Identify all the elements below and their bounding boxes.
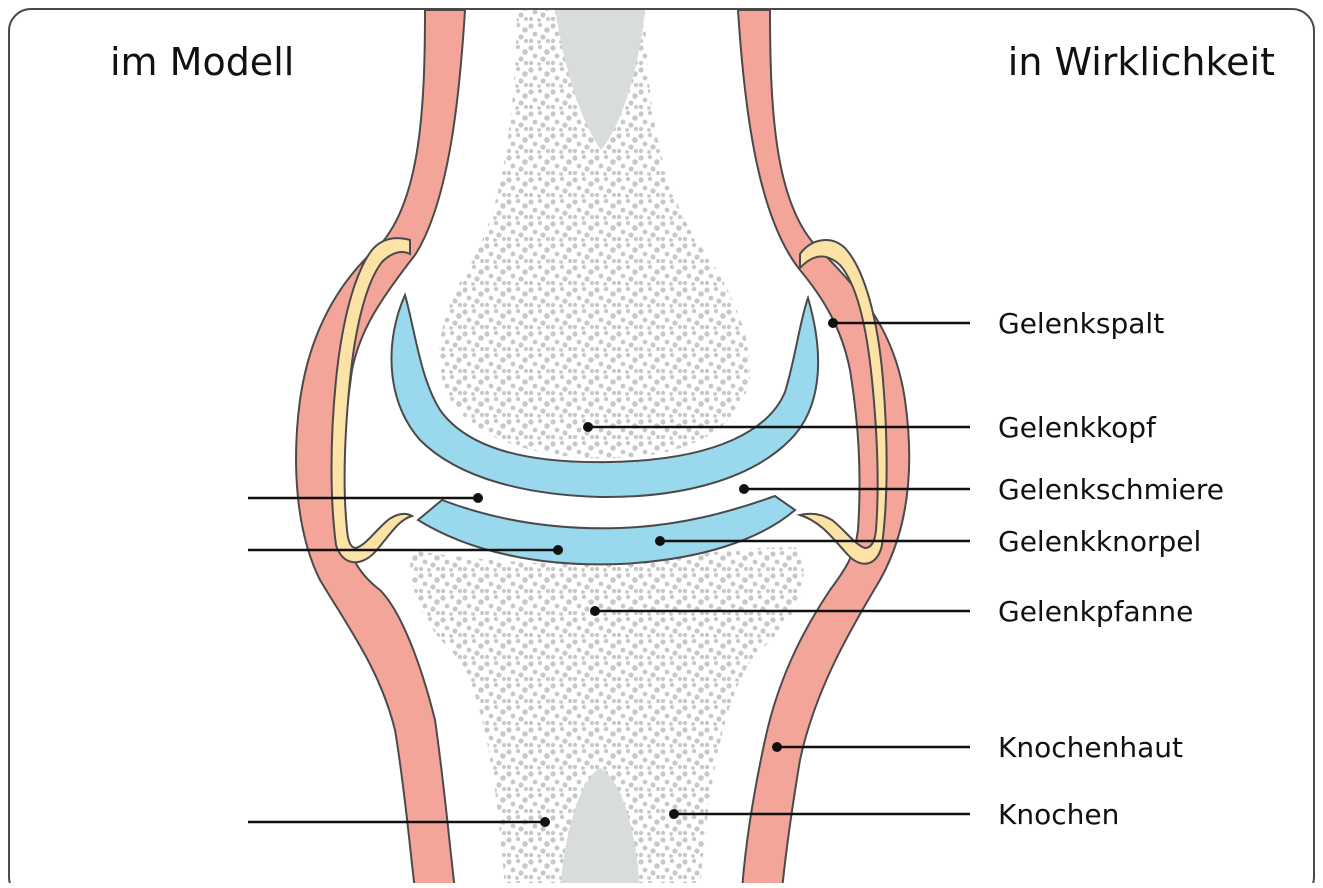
- heading-reality: in Wirklichkeit: [1008, 40, 1275, 84]
- dot-left-gelenkknorpel: [553, 545, 563, 555]
- dot-knochenhaut: [772, 742, 782, 752]
- dot-left-knochen: [540, 817, 550, 827]
- dot-left-gelenkschmiere: [473, 493, 483, 503]
- dot-gelenkknorpel: [655, 536, 665, 546]
- label-gelenkpfanne: Gelenkpfanne: [998, 595, 1193, 628]
- dot-gelenkschmiere: [739, 484, 749, 494]
- label-knochenhaut: Knochenhaut: [998, 731, 1183, 764]
- label-gelenkspalt: Gelenkspalt: [998, 307, 1164, 340]
- dot-knochen: [669, 809, 679, 819]
- label-gelenkknorpel: Gelenkknorpel: [998, 525, 1201, 558]
- dot-gelenkpfanne: [590, 606, 600, 616]
- label-gelenkkopf: Gelenkkopf: [998, 411, 1157, 444]
- dot-gelenkspalt: [828, 318, 838, 328]
- label-gelenkschmiere: Gelenkschmiere: [998, 473, 1224, 506]
- dot-gelenkkopf: [583, 422, 593, 432]
- label-knochen: Knochen: [998, 798, 1119, 831]
- heading-model: im Modell: [110, 40, 294, 84]
